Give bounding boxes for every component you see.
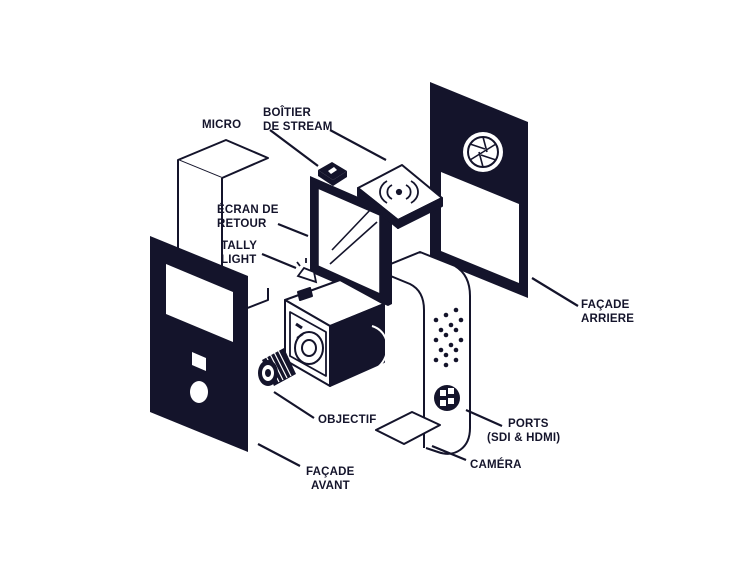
label-tally-line2: LIGHT [221,254,257,266]
rear-panel [430,82,528,298]
label-objectif: OBJECTIF [318,414,376,426]
callout-lines [257,129,579,467]
lens-mount [294,331,324,365]
label-tally-line1: TALLY [221,240,257,252]
label-ports-line2: (SDI & HDMI) [487,432,560,444]
camera-body [284,279,389,387]
label-ecran-line2: RETOUR [217,218,267,230]
label-boitier-line1: BOÎTIER [263,106,312,119]
aperture-icon [463,132,503,172]
front-panel [150,236,248,452]
tally-light-icon [296,258,318,284]
lens-icon [258,348,296,386]
label-ecran-line1: ÉCRAN DE [217,203,279,216]
ports-icon [434,385,460,411]
label-ports-line1: PORTS [508,418,549,430]
label-facade-avant-line1: FAÇADE [306,466,355,478]
microphone-icon [318,162,347,186]
label-facade-arriere-line1: FAÇADE [581,299,630,311]
label-boitier-line2: DE STREAM [263,121,333,133]
label-facade-avant-line2: AVANT [311,480,350,492]
camera-shell [375,251,471,455]
label-facade-arriere-line2: ARRIERE [581,313,634,325]
return-screen [310,176,392,306]
speaker-grille [433,307,464,368]
labels: MICRO BOÎTIER DE STREAM ÉCRAN DE RETOUR … [202,106,634,492]
label-camera: CAMÉRA [470,458,522,471]
label-micro: MICRO [202,119,241,131]
stream-box [357,164,443,229]
wifi-icon [379,180,419,204]
